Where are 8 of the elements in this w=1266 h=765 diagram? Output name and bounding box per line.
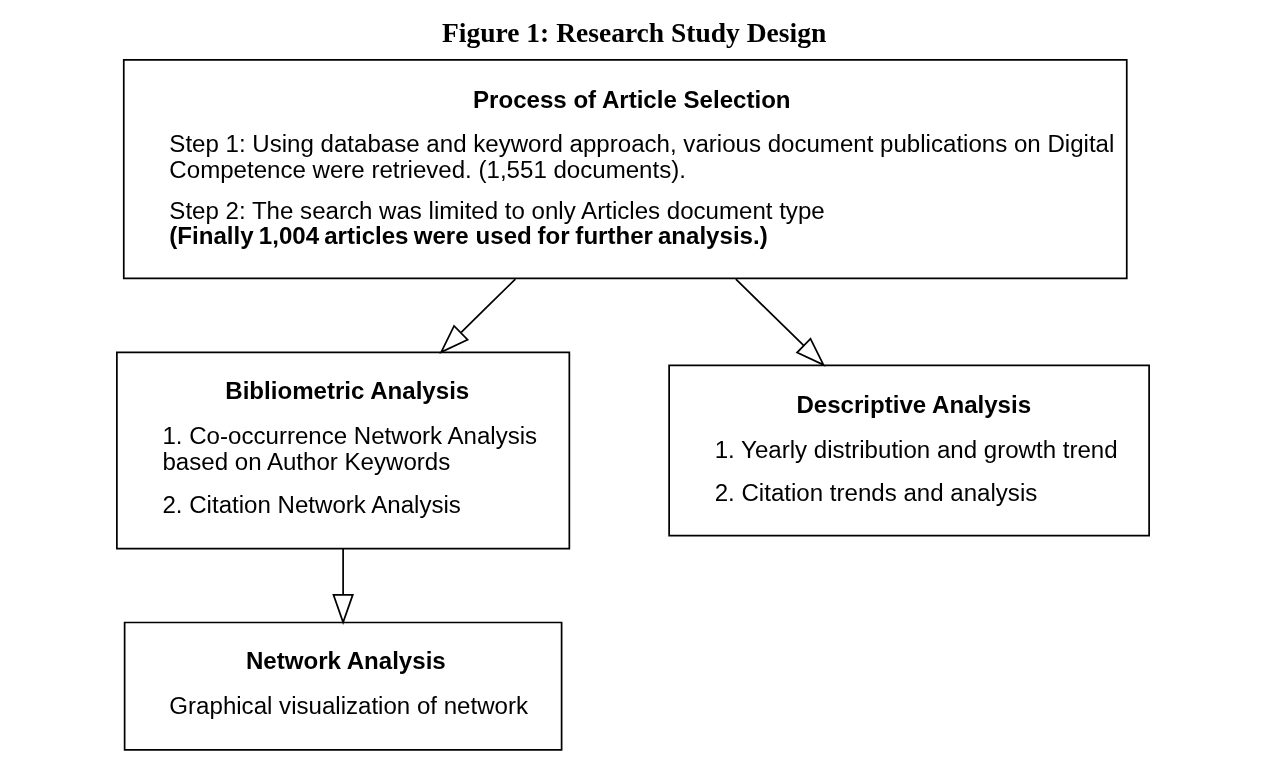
arrow [439,278,517,354]
arrow [734,278,826,367]
node-box: Network Analysis Graphical visualization of network [123,621,563,751]
node-box: Bibliometric Analysis 1. Co-occurrence Network Analysis based on Author Keywords 2. Citation Network Analysis [116,351,571,550]
node-box: Process of Article Selection Step 1: Using database and keyword approach, various document publications on Digital Competence were retrieved. (1,551 documents). Step 2: The search was limited to only Articles document type (Finally 1,004 articles were used for further analysis.) [122,59,1128,280]
diagram-title: Figure 1: Research Study Design [442,17,827,49]
arrow [332,547,354,625]
node-box: Descriptive Analysis 1. Yearly distribution and growth trend 2. Citation trends and analysis [668,364,1150,537]
